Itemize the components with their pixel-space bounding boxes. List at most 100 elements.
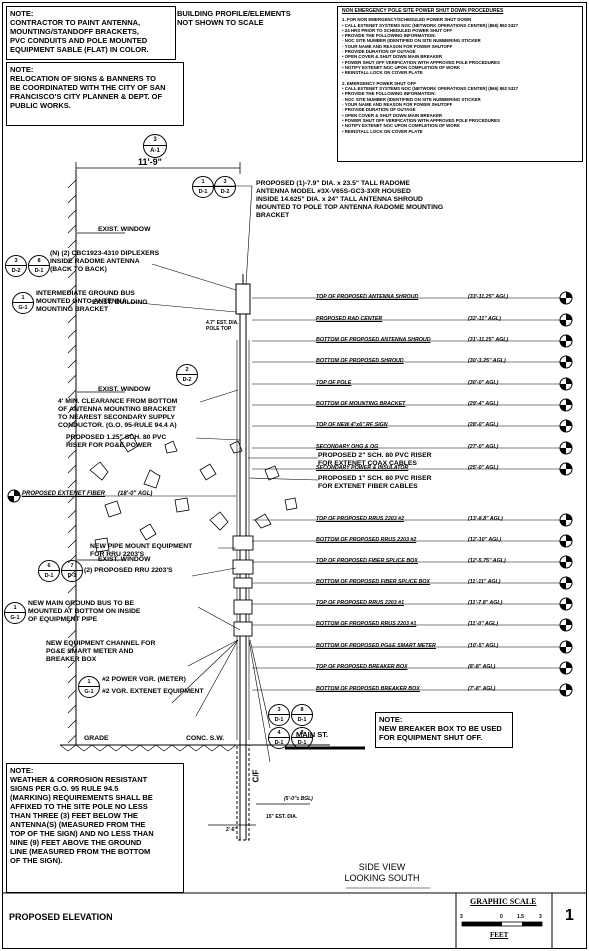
elevation-name: BOTTOM OF PROPOSED FIBER SPLICE BOX <box>316 579 431 585</box>
note-relocation: NOTE: RELOCATION OF SIGNS & BANNERS TO B… <box>6 62 184 126</box>
scale-tick: 3 <box>460 914 463 920</box>
window-label-3: EXIST. WINDOW <box>98 556 151 563</box>
antenna-description: PROPOSED (1)-7.9" DIA. x 23.5" TALL RADO… <box>256 180 444 219</box>
building-label: EXIST. BUILDING <box>92 299 148 306</box>
elevation-value: (11'-0" AGL) <box>468 621 498 627</box>
main-ground-description: NEW MAIN GROUND BUS TO BE MOUNTED AT BOT… <box>28 600 141 623</box>
street-label: MAIN ST. <box>296 730 329 739</box>
callout-num: 3 <box>6 256 26 266</box>
note-building-profile: BUILDING PROFILE/ELEMENTS NOT SHOWN TO S… <box>177 9 291 27</box>
base-dimension: 2'-6" <box>226 827 237 833</box>
callout-num: 8 <box>292 728 312 738</box>
elevation-value: (12'-5.75" AGL) <box>468 558 506 564</box>
elevation-value: (13'-8.8" AGL) <box>468 516 503 522</box>
callout-num: 6 <box>39 561 59 571</box>
equipment-channel-description: NEW EQUIPMENT CHANNEL FOR PG&E SMART MET… <box>46 640 156 663</box>
elevation-name: TOP OF PROPOSED ANTENNA SHROUD <box>316 294 419 300</box>
callout-num: 3 <box>269 705 289 715</box>
elevation-value: (10'-5" AGL) <box>468 643 499 649</box>
scale-tick: 0 <box>500 914 503 920</box>
elevation-value: (11'-7.8" AGL) <box>468 600 503 606</box>
elevation-value: (29'-4" AGL) <box>468 401 499 407</box>
elevation-name: BOTTOM OF MOUNTING BRACKET <box>316 401 406 407</box>
elevation-value: (30'-3.25" AGL) <box>468 358 506 364</box>
elevation-name: TOP OF POLE <box>316 380 352 386</box>
elevation-name: TOP OF PROPOSED FIBER SPLICE BOX <box>316 558 418 564</box>
callout-sheet: D-1 <box>34 268 44 274</box>
window-label-2: EXIST. WINDOW <box>98 386 151 393</box>
note-paint: NOTE: CONTRACTOR TO PAINT ANTENNA, MOUNT… <box>6 6 176 60</box>
note-weather-signs: NOTE: WEATHER & CORROSION RESISTANT SIGN… <box>6 763 184 893</box>
elevation-name: BOTTOM OF PROPOSED RRUS 2203 #2 <box>316 537 417 543</box>
callout-d2-antenna[interactable]: 3 D-2 <box>214 176 236 198</box>
elevation-value: (7'-8" AGL) <box>468 686 496 692</box>
callout-d1-meter-3[interactable]: 3 D-1 <box>268 704 290 726</box>
callout-d1-meter-8[interactable]: 8 D-1 <box>291 704 313 726</box>
callout-sheet: D-1 <box>274 717 284 723</box>
callout-g1-power[interactable]: 1 G-1 <box>78 676 100 698</box>
callout-sheet: D-1 <box>67 573 77 579</box>
callout-sheet: D-1 <box>297 717 307 723</box>
scale-tick: 1.5 <box>517 914 524 920</box>
width-dimension: 11'-9" <box>138 157 162 167</box>
procedures-body: 1. FOR NON EMERGENCY/SCHEDULED POWER SHU… <box>342 17 519 134</box>
callout-num: 7 <box>62 561 82 571</box>
callout-d1-rru-a[interactable]: 6 D-1 <box>38 560 60 582</box>
callout-num: 8 <box>29 256 49 266</box>
callout-sheet: D-2 <box>11 268 21 274</box>
pipe-mount-description: NEW PIPE MOUNT EQUIPMENT FOR RRU 2203'S <box>90 543 193 558</box>
elevation-name: TOP OF PROPOSED RRUS 2203 #2 <box>316 516 405 522</box>
callout-sheet: D-1 <box>274 740 284 746</box>
callout-num: 2 <box>177 365 197 375</box>
elevation-value: (8'-8" AGL) <box>468 664 496 670</box>
extenet-vgr-label: #2 VGR. EXTENET EQUIPMENT <box>102 688 204 695</box>
callout-a1-sheet: A-1 <box>150 148 160 154</box>
callout-num: 3 <box>215 177 235 187</box>
diplexer-description: (N) (2) CBC1923-4310 DIPLEXERS INSIDE RA… <box>50 250 160 273</box>
view-title: SIDE VIEW LOOKING SOUTH <box>344 862 420 883</box>
callout-g1-ground-bus[interactable]: 1 G-1 <box>12 292 34 314</box>
callout-sheet: D-1 <box>297 740 307 746</box>
callout-sheet: D-1 <box>44 573 54 579</box>
note-breaker-box: NOTE: NEW BREAKER BOX TO BE USED FOR EQU… <box>375 712 513 748</box>
elevation-name: BOTTOM OF PROPOSED PG&E SMART METER <box>316 643 436 649</box>
elevation-value: (32'-11" AGL) <box>468 316 501 322</box>
elevation-name: SECONDARY POWER & INSULATOR <box>316 465 409 471</box>
callout-d1-rru-b[interactable]: 7 D-1 <box>61 560 83 582</box>
callout-d1-equip-8[interactable]: 8 D-1 <box>291 727 313 749</box>
callout-num: 8 <box>292 705 312 715</box>
extenet-fiber-elev: (18'-0" AGL) <box>118 491 153 497</box>
elevation-value: (28'-0" AGL) <box>468 422 499 428</box>
elevation-name: TOP OF NEW 4"x6" RF SIGN <box>316 422 388 428</box>
callout-d1-antenna[interactable]: 1 D-1 <box>192 176 214 198</box>
window-label-1: EXIST. WINDOW <box>98 226 151 233</box>
callout-g1-main-ground[interactable]: 1 G-1 <box>4 602 26 624</box>
riser-power: PROPOSED 1.25" SCH. 80 PVC RISER FOR PG&… <box>66 434 167 449</box>
pole-top-diameter: 4.7" EST. DIA. POLE TOP <box>206 320 239 332</box>
drawing-title: PROPOSED ELEVATION <box>9 912 113 922</box>
centerline-label: C/F <box>251 769 261 783</box>
extenet-fiber-label: PROPOSED EXTENET FIBER <box>22 491 106 497</box>
elevation-name: BOTTOM OF PROPOSED RRUS 2203 #1 <box>316 621 417 627</box>
callout-d2-diplexer[interactable]: 3 D-2 <box>5 255 27 277</box>
callout-sheet: D-2 <box>182 377 192 383</box>
ground-bus-description: INTERMEDIATE GROUND BUS MOUNTED ONTO ANT… <box>36 290 135 313</box>
elevation-name: SECONDARY OHG & OG <box>316 444 379 450</box>
scale-tick: 3 <box>539 914 542 920</box>
callout-a1[interactable]: 3 A-1 <box>143 134 167 158</box>
riser-fiber: PROPOSED 1" SCH. 80 PVC RISER FOR EXTENE… <box>318 475 432 490</box>
elevation-name: TOP OF PROPOSED RRUS 2203 #1 <box>316 600 405 606</box>
elevation-name: BOTTOM OF PROPOSED ANTENNA SHROUD <box>316 337 431 343</box>
callout-sheet: G-1 <box>18 305 28 311</box>
callout-d2-clearance[interactable]: 2 D-2 <box>176 364 198 386</box>
callout-num: 1 <box>79 677 99 687</box>
elevation-name: BOTTOM OF PROPOSED BREAKER BOX <box>316 686 420 692</box>
elevation-value: (11'-11" AGL) <box>468 579 501 585</box>
callout-d1-equip-4[interactable]: 4 D-1 <box>268 727 290 749</box>
sidewalk-label: CONC. S.W. <box>186 735 225 742</box>
elevation-value: (12'-10" AGL) <box>468 537 502 543</box>
callout-d1-diplexer[interactable]: 8 D-1 <box>28 255 50 277</box>
elevation-name: BOTTOM OF PROPOSED SHROUD <box>316 358 404 364</box>
scale-unit: FEET <box>490 931 509 939</box>
